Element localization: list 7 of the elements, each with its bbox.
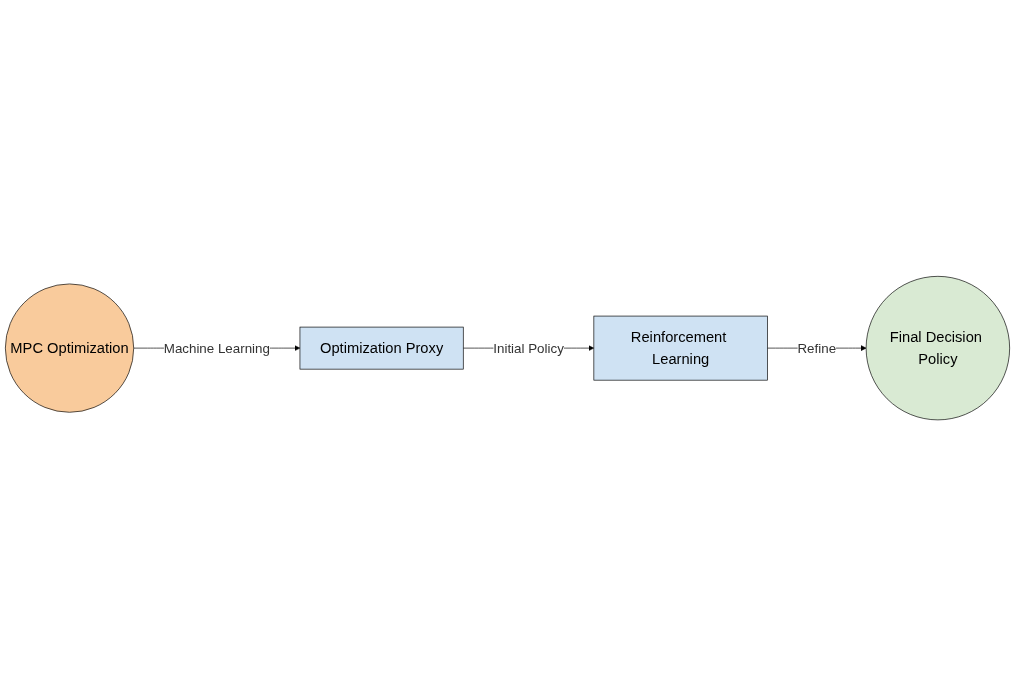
node-box: Reinforcement Learning [593, 315, 768, 381]
node-circle: MPC Optimization [5, 283, 135, 413]
node-box: Optimization Proxy [299, 326, 464, 370]
edge-label: Refine [797, 340, 837, 356]
edge-label: Initial Policy [493, 340, 564, 356]
edge-label: Machine Learning [163, 340, 270, 356]
node-circle: Final Decision Policy [865, 275, 1010, 421]
